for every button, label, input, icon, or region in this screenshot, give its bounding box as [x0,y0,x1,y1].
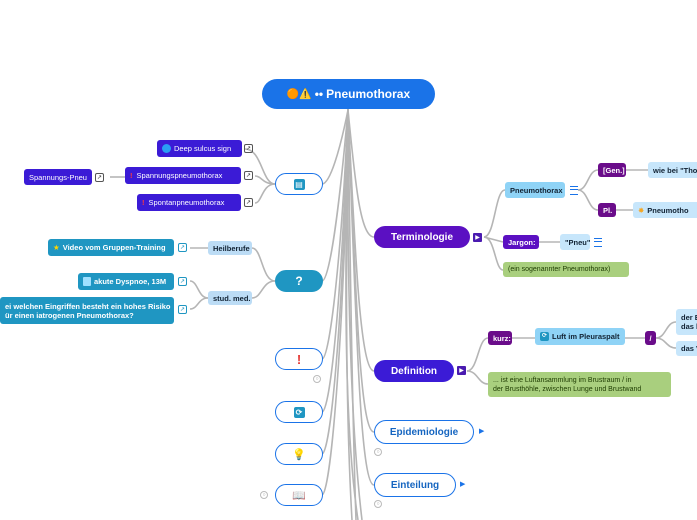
book-icon [83,277,91,286]
external-link-icon[interactable]: ↗ [244,198,253,207]
exclaim-label: ! [296,351,302,367]
definition-right-bottom-tag: das V [676,341,697,356]
topic-question[interactable]: ? [275,270,323,292]
spontanpneumothorax-tag[interactable]: ! Spontanpneumothorax [137,194,241,211]
heilberufe-tag: Heilberufe [208,241,252,255]
spontanpneumothorax-label: Spontanpneumothorax [148,198,225,207]
topic-refresh[interactable]: ⟳ [275,401,323,423]
definition-right-top-tag: der E das l [676,309,697,335]
sogenannter-label: (ein sogenannter Pneumothorax) [508,266,611,273]
collapse-icon[interactable]: ○ [260,491,268,499]
stud-med-label: stud. med. [213,293,251,303]
pl-label: Pl. [603,205,613,215]
collapse-icon[interactable]: ○ [313,375,321,383]
definition-label: Definition [390,365,438,377]
pl-value-tag: ✸ Pneumotho [633,202,697,218]
gen-value-tag: wie bei "Thor [648,162,697,178]
sogenannter-tag: (ein sogenannter Pneumothorax) [503,262,629,277]
topic-bulb[interactable]: 💡 [275,443,323,465]
einteilung-label: Einteilung [390,479,440,491]
topic-book[interactable]: 📖 [275,484,323,506]
topic-definition[interactable]: Definition [374,360,454,382]
heilberufe-label: Heilberufe [213,243,250,253]
external-link-icon[interactable]: ↗ [95,173,104,182]
akute-dyspnoe-tag[interactable]: akute Dyspnoe, 13M [78,273,174,290]
root-title: Pneumothorax [326,87,411,101]
slash-label: / [649,333,652,343]
notes-icon[interactable] [570,186,578,195]
topic-notes[interactable]: ▤ [275,173,323,195]
definition-right-top-line1: der E [681,313,697,322]
slash-tag: / [645,331,656,345]
gen-label: [Gen.] [603,165,625,175]
pneu-tag: "Pneu" [560,234,590,250]
epidemiologie-label: Epidemiologie [389,426,459,438]
pl-value-label: Pneumotho [647,205,689,215]
exclamation-icon: ! [142,198,145,207]
stud-med-tag: stud. med. [208,291,252,305]
definition-long-line1: ... ist eine Luftansammlung im Brustraum… [493,376,632,384]
akute-label: akute Dyspnoe, 13M [94,277,167,286]
pneumothorax-term-label: Pneumothorax [510,185,563,195]
video-tag[interactable]: ★ Video vom Gruppen-Training [48,239,174,256]
book-icon: 📖 [292,489,306,502]
pneu-label: "Pneu" [565,237,591,247]
external-link-icon[interactable]: ↗ [178,277,187,286]
deep-sulcus-tag[interactable]: Deep sulcus sign [157,140,242,157]
globe-icon [162,144,171,153]
external-link-icon[interactable]: ↗ [178,305,187,314]
question-label: ? [295,274,303,288]
pneumothorax-term-tag[interactable]: Pneumothorax [505,182,565,198]
notes-icon[interactable] [594,238,602,247]
notes-icon: ▤ [293,178,305,190]
definition-long-tag: ... ist eine Luftansammlung im Brustraum… [488,372,671,397]
external-link-icon[interactable]: ↗ [244,171,253,180]
frage-tag[interactable]: ei welchen Eingriffen besteht ein hohes … [0,297,174,324]
jargon-label: Jargon: [508,237,536,247]
kurz-tag: kurz: [488,331,512,345]
gen-value-label: wie bei "Thor [653,165,697,175]
topic-epidemiologie[interactable]: Epidemiologie [374,420,474,444]
gen-tag: [Gen.] [598,163,626,177]
frage-line1: ei welchen Eingriffen besteht ein hohes … [5,301,171,311]
spannungspneumothorax-tag[interactable]: ! Spannungspneumothorax [125,167,241,184]
refresh-icon: ⟳ [540,332,549,341]
expand-arrow-icon[interactable]: ▶ [457,366,466,375]
sun-icon: ✸ [638,205,645,215]
expand-triangle-icon[interactable]: ▶ [460,481,466,488]
jargon-tag: Jargon: [503,235,539,249]
pl-tag: Pl. [598,203,616,217]
root-node[interactable]: 🟠⚠️ •• Pneumothorax [262,79,435,109]
spannungspneumothorax-label: Spannungspneumothorax [136,171,223,180]
external-link-icon[interactable]: ↗ [244,144,253,153]
collapse-icon[interactable]: ○ [374,448,382,456]
exclamation-icon: ! [130,171,133,180]
luft-label: Luft im Pleuraspalt [552,332,620,341]
spannungs-pneu-label: Spannungs-Pneu [29,172,87,182]
external-link-icon[interactable]: ↗ [178,243,187,252]
star-icon: ★ [53,243,60,252]
topic-einteilung[interactable]: Einteilung [374,473,456,497]
collapse-icon[interactable]: ○ [374,500,382,508]
refresh-icon: ⟳ [293,406,305,418]
luft-tag[interactable]: ⟳ Luft im Pleuraspalt [535,328,625,345]
topic-exclaim[interactable]: ! [275,348,323,370]
definition-right-bottom-label: das V [681,344,697,353]
root-dots: •• [314,87,324,101]
lightbulb-icon: 💡 [292,448,306,461]
video-label: Video vom Gruppen-Training [62,243,166,252]
definition-long-line2: der Brusthöhle, zwischen Lunge und Brust… [493,385,642,393]
root-status-icons: 🟠⚠️ [286,88,312,100]
expand-arrow-icon[interactable]: ▶ [473,233,482,242]
kurz-label: kurz: [493,333,511,343]
spannungs-pneu-tag[interactable]: Spannungs-Pneu [24,169,92,185]
deep-sulcus-label: Deep sulcus sign [174,144,232,153]
frage-line2: ür einen iatrogenen Pneumothorax? [5,310,134,320]
expand-triangle-icon[interactable]: ▶ [479,428,485,435]
definition-right-top-line2: das l [681,322,697,331]
terminologie-label: Terminologie [390,231,454,243]
topic-terminologie[interactable]: Terminologie [374,226,470,248]
